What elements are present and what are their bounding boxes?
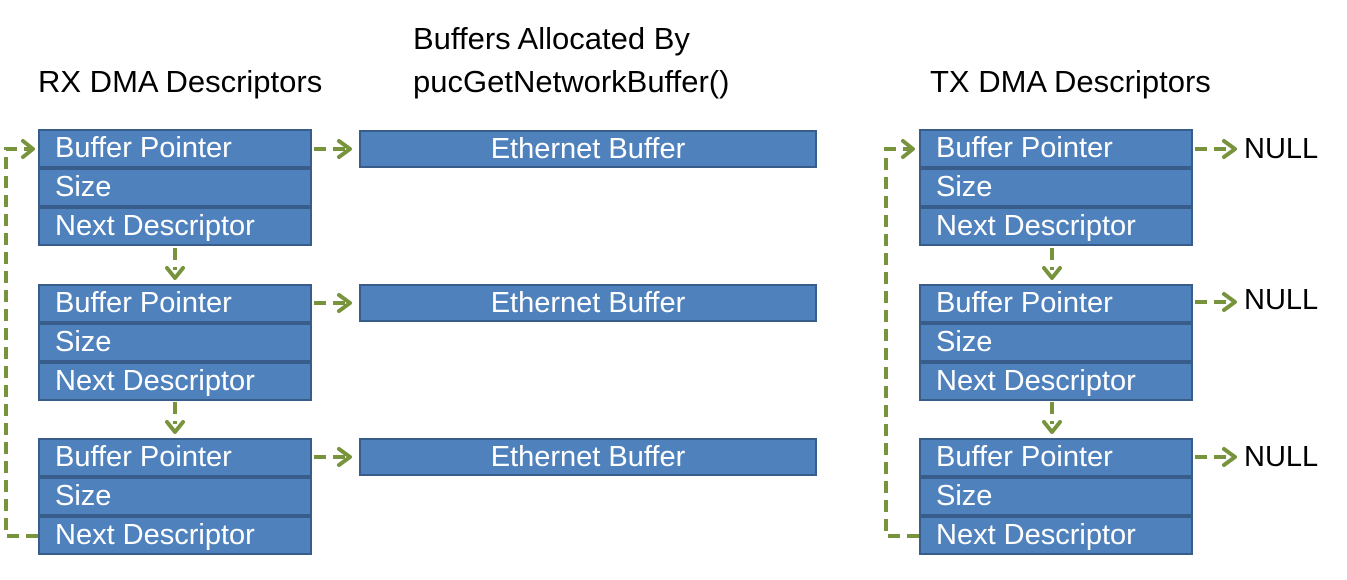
rx-descriptor-3-size: Size [38,477,312,516]
arrowhead [21,139,35,159]
ethernet-buffer-1: Ethernet Buffer [359,130,817,168]
rx-descriptor-1-next-descriptor: Next Descriptor [38,207,312,246]
tx-descriptor-2-buffer-pointer: Buffer Pointer [919,284,1193,323]
tx-descriptor-2-size: Size [919,323,1193,362]
rx-descriptor-3-buffer-pointer: Buffer Pointer [38,438,312,477]
arrowhead [901,139,915,159]
ethernet-buffer-2: Ethernet Buffer [359,284,817,322]
arrowhead [1222,139,1237,159]
arrowhead [1042,420,1062,434]
rx-descriptor-2-buffer-pointer: Buffer Pointer [38,284,312,323]
rx-descriptor-3-next-descriptor: Next Descriptor [38,516,312,555]
null-label-1: NULL [1244,133,1319,165]
arrowhead [1042,266,1062,280]
buffers-heading-line2: pucGetNetworkBuffer() [413,64,730,99]
arrowhead [165,420,185,434]
rx-heading: RX DMA Descriptors [38,64,323,99]
null-label-2: NULL [1244,284,1319,316]
tx-heading: TX DMA Descriptors [930,64,1211,99]
tx-descriptor-1-buffer-pointer: Buffer Pointer [919,129,1193,168]
rx-descriptor-2-size: Size [38,323,312,362]
tx-descriptor-3-next-descriptor: Next Descriptor [919,516,1193,555]
arrowhead [337,293,352,313]
ethernet-buffer-3: Ethernet Buffer [359,438,817,476]
tx-descriptor-2-next-descriptor: Next Descriptor [919,362,1193,401]
tx-loop-arrow [884,147,919,538]
null-label-3: NULL [1244,441,1319,473]
buffers-heading-line1: Buffers Allocated By [413,21,690,56]
tx-descriptor-1-next-descriptor: Next Descriptor [919,207,1193,246]
arrowhead [1222,292,1237,312]
arrowhead [1222,447,1237,467]
tx-descriptor-1-size: Size [919,168,1193,207]
rx-descriptor-2-next-descriptor: Next Descriptor [38,362,312,401]
tx-descriptor-3-buffer-pointer: Buffer Pointer [919,438,1193,477]
arrowhead [337,139,352,159]
rx-loop-arrow [4,147,38,538]
rx-descriptor-1-size: Size [38,168,312,207]
arrowhead [165,266,185,280]
arrowhead [337,447,352,467]
rx-descriptor-1-buffer-pointer: Buffer Pointer [38,129,312,168]
tx-descriptor-3-size: Size [919,477,1193,516]
